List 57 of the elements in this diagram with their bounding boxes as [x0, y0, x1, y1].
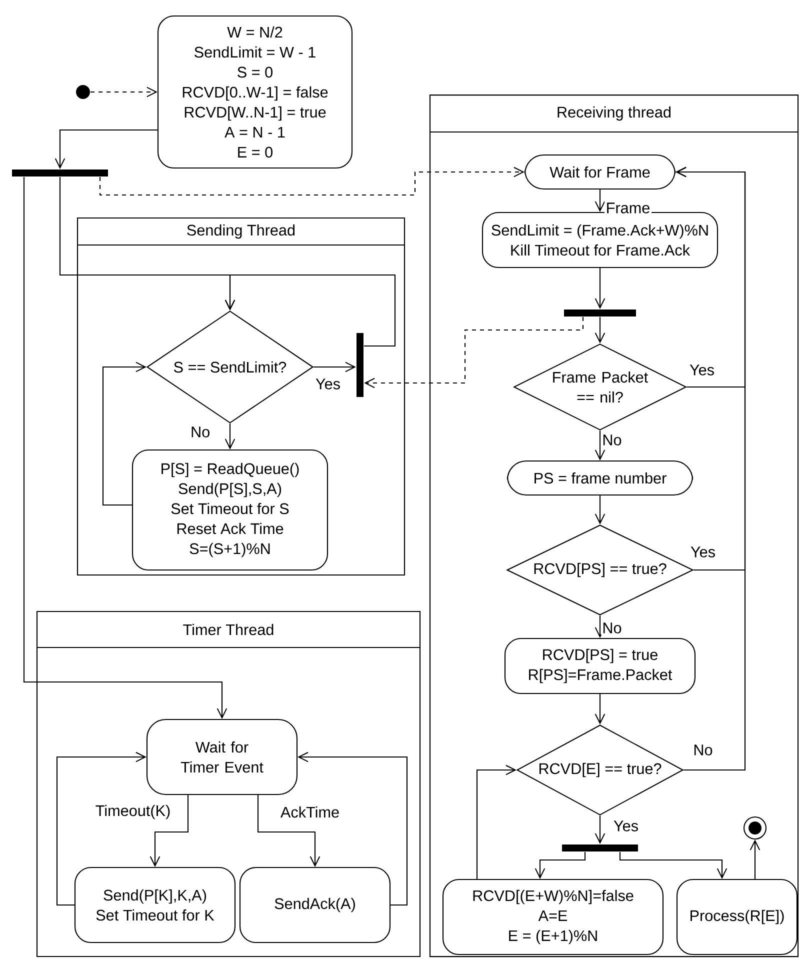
arrow: [534, 852, 586, 879]
swimlane: [76, 217, 406, 576]
edge-label: Yes: [314, 377, 342, 391]
arrow: [150, 795, 189, 867]
action-box: RCVD[(E+W)%N]=false A=E E = (E+1)%N: [442, 878, 664, 956]
arrow: [298, 752, 408, 906]
swimlane: [429, 94, 799, 958]
state-box: PS = frame number: [506, 460, 694, 496]
arrow: [90, 86, 158, 98]
lane-heading: Receiving thread: [558, 106, 670, 121]
action-box: W = N/2 SendLimit = W - 1 S = 0 RCVD[0..W-1] = false RCVD[W..N-1] = true A = N - 1 E = 0: [157, 15, 353, 169]
arrow: [594, 190, 606, 212]
edge-label: AckTime: [279, 805, 341, 819]
arrow: [594, 816, 606, 844]
arrow: [314, 362, 356, 372]
sync-bar: [12, 170, 108, 176]
edge-label: Yes: [688, 363, 716, 377]
action-box: P[S] = ReadQueue() Send(P[S],S,A) Set Timeout for S Reset Ack Time S=(S+1)%N: [132, 449, 328, 571]
arrow: [476, 764, 516, 879]
state-box: Wait for Timer Event: [146, 718, 298, 796]
action-box: Send(P[K],K,A) Set Timeout for K: [74, 866, 236, 944]
arrow: [594, 496, 606, 524]
swimlane: [36, 610, 421, 958]
arrow: [750, 840, 760, 879]
edge-label: No: [600, 621, 624, 635]
edge-label: No: [692, 743, 714, 757]
edge-label: No: [600, 433, 624, 447]
arrow: [594, 430, 606, 460]
arrow: [224, 424, 236, 450]
edge-label: Timeout(K): [94, 804, 172, 820]
arrow: [619, 852, 728, 879]
arrow: [594, 694, 606, 724]
state-box: Wait for Frame: [524, 154, 676, 190]
arrow: [594, 317, 606, 344]
arrow: [594, 268, 606, 309]
arrow: [224, 274, 396, 347]
arrow: [54, 129, 158, 169]
action-box: Process(R[E]): [676, 878, 798, 956]
edge-label: Frame: [604, 201, 652, 215]
sync-bar: [356, 333, 364, 397]
arrow: [102, 362, 146, 506]
arrow: [257, 795, 320, 867]
arrow: [676, 166, 746, 771]
lane-heading: Timer Thread: [183, 624, 274, 636]
arrow: [364, 317, 584, 388]
start-dot: [76, 85, 90, 99]
action-box: SendAck(A): [239, 866, 391, 944]
end-bullseye: [743, 816, 767, 840]
arrow: [99, 166, 524, 196]
action-box: RCVD[PS] = true R[PS]=Frame.Packet: [504, 638, 696, 694]
lane-heading: Sending Thread: [187, 224, 295, 239]
sync-bar: [564, 310, 636, 316]
arrow: [56, 752, 146, 906]
edge-label: No: [189, 425, 212, 439]
arrow: [23, 177, 228, 719]
edge-label: Yes: [612, 819, 640, 833]
sync-bar: [562, 844, 638, 852]
